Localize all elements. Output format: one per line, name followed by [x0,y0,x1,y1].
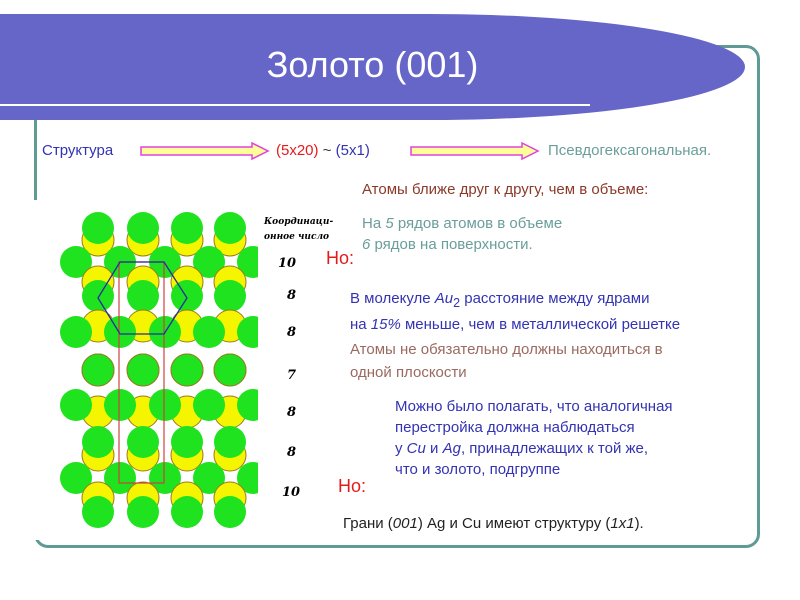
green-atom [104,462,136,494]
green-atom [193,389,225,421]
green-atom [127,280,159,312]
coordination-number: 10 [282,485,301,500]
closer-text: Атомы ближе друг к другу, чем в объеме: [362,181,649,198]
structure-label: Структура [42,142,114,159]
atom-lattice-figure [0,200,270,540]
green-atom [82,426,114,458]
green-atom [60,389,92,421]
green-atom [170,353,204,387]
green-atom [213,353,247,387]
faces-text: Грани (001) Ag и Cu имеют структуру (1x1… [343,515,644,532]
green-atom [149,462,181,494]
green-atom [60,316,92,348]
green-atom [171,496,203,528]
green-atom [171,426,203,458]
green-atom [193,316,225,348]
reconstruction-label: (5x20) ~ (5x1) [276,142,370,159]
green-atom [214,280,246,312]
green-atom [214,426,246,458]
green-atom [171,212,203,244]
result-label: Псевдогексагональная. [548,142,712,159]
but-label: Но: [326,248,355,268]
arrow-icon [140,142,270,160]
coordination-number: 10 [278,256,297,271]
hexagon-outline [97,261,188,335]
plane-text: Атомы не обязательно должны находиться в… [350,341,663,381]
coordination-number: 8 [287,445,297,460]
green-atom [214,496,246,528]
green-atom [82,280,114,312]
green-atom [60,246,92,278]
green-atom [104,316,136,348]
coordination-number: 8 [287,325,297,340]
rows-text: На 5 рядов атомов в объеме 6 рядов на по… [362,215,563,253]
green-atom [127,212,159,244]
green-atom [82,496,114,528]
green-atom [193,462,225,494]
coord-header: Координаци-онное число [264,217,334,242]
green-atom [82,212,114,244]
banner-divider [0,104,590,106]
green-atom [193,246,225,278]
slide-title: Золото (001) [266,44,479,85]
coordination-number: 8 [287,288,297,303]
green-atom [214,212,246,244]
green-atom [171,280,203,312]
but-label-2: Но: [338,476,367,496]
green-atom [104,389,136,421]
green-atom [127,426,159,458]
green-atom [127,496,159,528]
green-atom [149,246,181,278]
coordination-number: 7 [287,368,297,383]
green-atom [149,389,181,421]
au2-text: В молекуле Au2 расстояние между ядрами н… [350,290,681,333]
green-atom [81,353,115,387]
coordination-number: 8 [287,405,297,420]
arrow-icon [410,142,540,160]
green-atom [60,462,92,494]
green-atom [126,353,160,387]
title-banner [0,14,745,120]
